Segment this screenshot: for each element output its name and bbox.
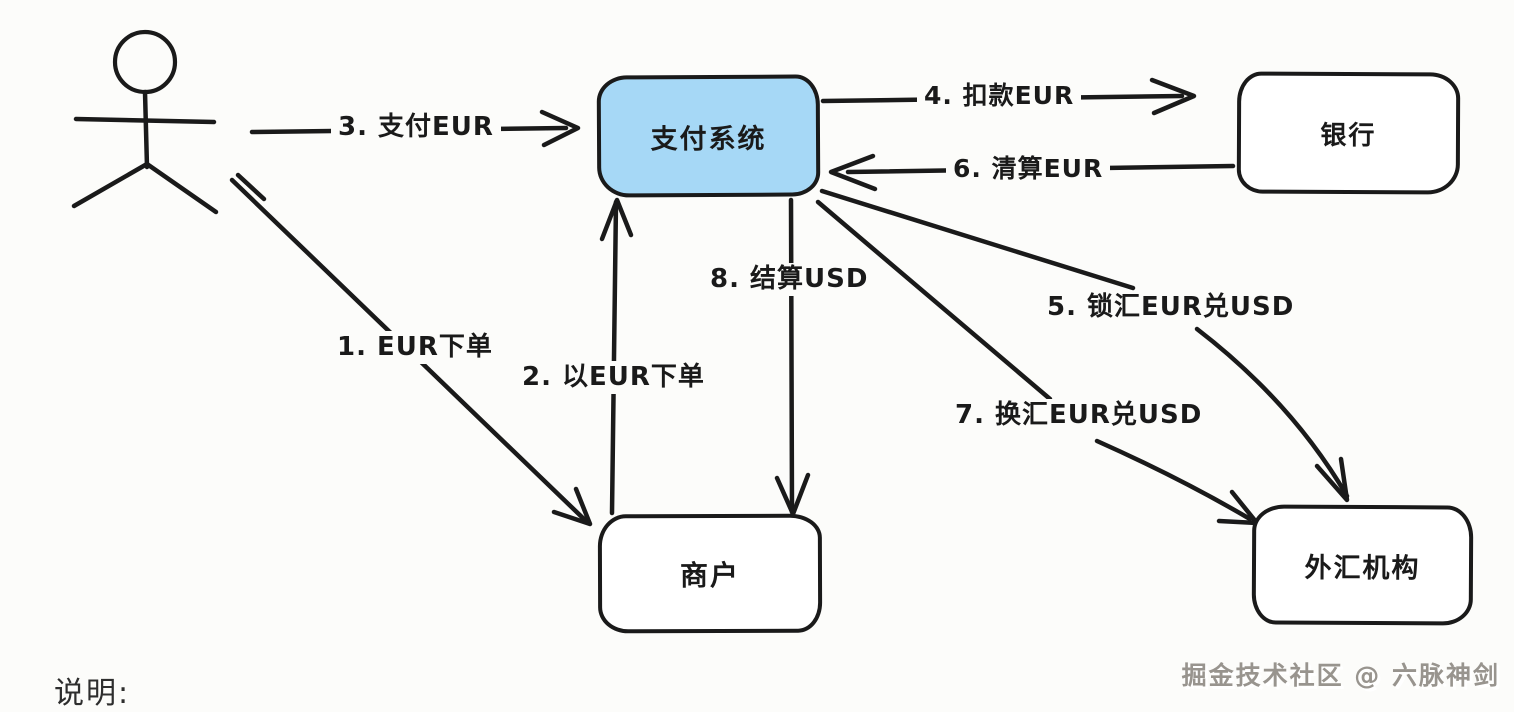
node-bank: 银行	[1236, 71, 1461, 195]
edge-label-7: 7. 换汇EUR兑USD	[948, 399, 1210, 433]
edge-label-4: 4. 扣款EUR	[917, 80, 1082, 112]
arrow-8-settle-usd	[774, 197, 811, 517]
arrow-2-order-with-eur	[599, 197, 634, 516]
node-merchant: 商户	[597, 513, 823, 634]
edge-label-1: 1. EUR下单	[330, 331, 500, 365]
arrow-7-exchange-fx	[815, 199, 1260, 526]
node-payment-system: 支付系统	[596, 74, 821, 198]
edge-label-8: 8. 结算USD	[703, 263, 876, 297]
arrow-5-lock-fx	[819, 188, 1350, 503]
edge-label-5: 5. 锁汇EUR兑USD	[1040, 291, 1302, 325]
edge-label-6: 6. 清算EUR	[946, 153, 1111, 185]
watermark: 掘金技术社区 @ 六脉神剑	[1181, 661, 1500, 690]
edge-label-2: 2. 以EUR下单	[515, 361, 712, 395]
note-label: 说明:	[54, 676, 131, 711]
user-stick-figure-icon	[71, 29, 219, 215]
node-forex: 外汇机构	[1251, 504, 1474, 626]
edge-label-3: 3. 支付EUR	[331, 111, 501, 145]
